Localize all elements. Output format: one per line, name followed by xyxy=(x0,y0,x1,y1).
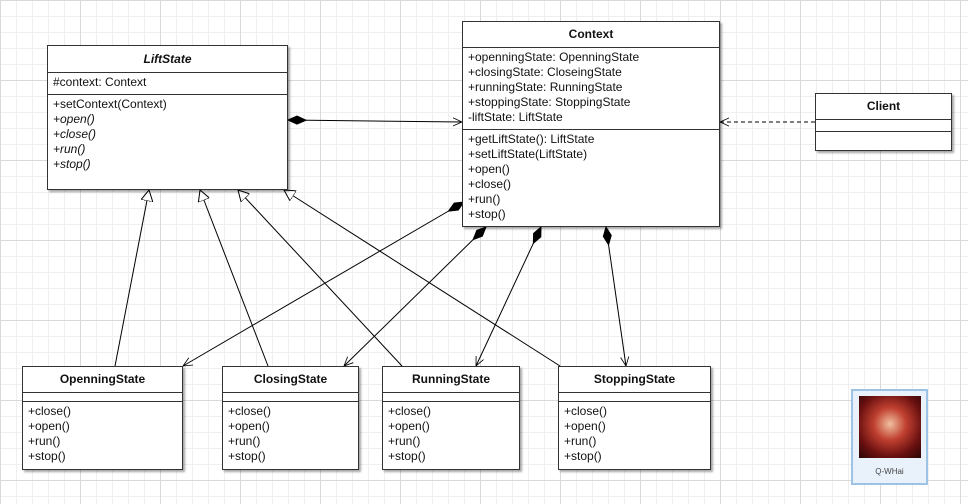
attributes-section: +openningState: OpenningState +closingSt… xyxy=(463,48,719,130)
class-stoppingstate[interactable]: StoppingState +close() +open() +run() +s… xyxy=(558,366,711,470)
class-name: ClosingState xyxy=(223,367,358,393)
operation: +open() xyxy=(28,419,70,433)
operation: +stop() xyxy=(28,449,66,463)
operation: +close() xyxy=(28,404,72,418)
operation: +run() xyxy=(388,434,421,448)
attributes-section: #context: Context xyxy=(48,73,287,95)
class-context[interactable]: Context +openningState: OpenningState +c… xyxy=(462,21,720,227)
operations-section xyxy=(816,132,951,150)
attributes-section xyxy=(816,120,951,132)
composition-context-stopping xyxy=(606,227,626,366)
operations-section: +setContext(Context) +open() +close() +r… xyxy=(48,95,287,174)
operation: +run() xyxy=(28,434,61,448)
operations-section: +close() +open() +run() +stop() xyxy=(559,402,710,466)
class-liftstate[interactable]: LiftState #context: Context +setContext(… xyxy=(47,45,288,190)
composition-context-running xyxy=(475,227,541,366)
attribute: -liftState: LiftState xyxy=(468,110,563,124)
operations-section: +close() +open() +run() +stop() xyxy=(223,402,358,466)
avatar xyxy=(859,396,921,458)
attributes-section xyxy=(383,393,519,402)
operations-section: +close() +open() +run() +stop() xyxy=(383,402,519,466)
composition-liftstate-context xyxy=(288,120,462,122)
attribute: +stoppingState: StoppingState xyxy=(468,95,631,109)
class-client[interactable]: Client xyxy=(815,93,952,151)
operation: +stop() xyxy=(228,449,266,463)
generalization-openning-liftstate xyxy=(114,190,149,367)
operation: +close() xyxy=(53,127,97,141)
operations-section: +getLiftState(): LiftState +setLiftState… xyxy=(463,130,719,224)
operation: +run() xyxy=(228,434,261,448)
operation: +run() xyxy=(468,192,501,206)
attribute: #context: Context xyxy=(53,75,147,89)
class-name: LiftState xyxy=(48,46,287,73)
operation: +stop() xyxy=(564,449,602,463)
operation: +stop() xyxy=(388,449,426,463)
operation: +open() xyxy=(228,419,270,433)
operation: +setLiftState(LiftState) xyxy=(468,147,588,161)
attribute: +openningState: OpenningState xyxy=(468,50,640,64)
class-openningstate[interactable]: OpenningState +close() +open() +run() +s… xyxy=(22,366,183,470)
attribute: +closingState: CloseingState xyxy=(468,65,622,79)
operation: +open() xyxy=(53,112,95,126)
class-name: OpenningState xyxy=(23,367,182,393)
operation: +stop() xyxy=(53,157,91,171)
operation: +run() xyxy=(53,142,86,156)
operation: +open() xyxy=(468,162,510,176)
operation: +run() xyxy=(564,434,597,448)
operation: +setContext(Context) xyxy=(53,97,167,111)
class-runningstate[interactable]: RunningState +close() +open() +run() +st… xyxy=(382,366,520,470)
generalization-closing-liftstate xyxy=(200,190,269,367)
operation: +close() xyxy=(468,177,512,191)
attribute: +runningState: RunningState xyxy=(468,80,623,94)
class-closingstate[interactable]: ClosingState +close() +open() +run() +st… xyxy=(222,366,359,470)
operation: +close() xyxy=(564,404,608,418)
operation: +open() xyxy=(388,419,430,433)
generalization-running-liftstate xyxy=(238,190,403,367)
attributes-section xyxy=(223,393,358,402)
composition-context-openning xyxy=(183,202,464,366)
class-name: Context xyxy=(463,22,719,48)
operation: +close() xyxy=(228,404,272,418)
operation: +stop() xyxy=(468,207,506,221)
operations-section: +close() +open() +run() +stop() xyxy=(23,402,182,466)
class-name: StoppingState xyxy=(559,367,710,393)
attributes-section xyxy=(559,393,710,402)
composition-context-closing xyxy=(344,227,486,366)
attributes-section xyxy=(23,393,182,402)
operation: +getLiftState(): LiftState xyxy=(468,132,595,146)
operation: +open() xyxy=(564,419,606,433)
author-avatar-card: Q-WHai xyxy=(851,389,928,485)
class-name: RunningState xyxy=(383,367,519,393)
avatar-caption: Q-WHai xyxy=(875,467,904,476)
class-name: Client xyxy=(816,94,951,120)
operation: +close() xyxy=(388,404,432,418)
